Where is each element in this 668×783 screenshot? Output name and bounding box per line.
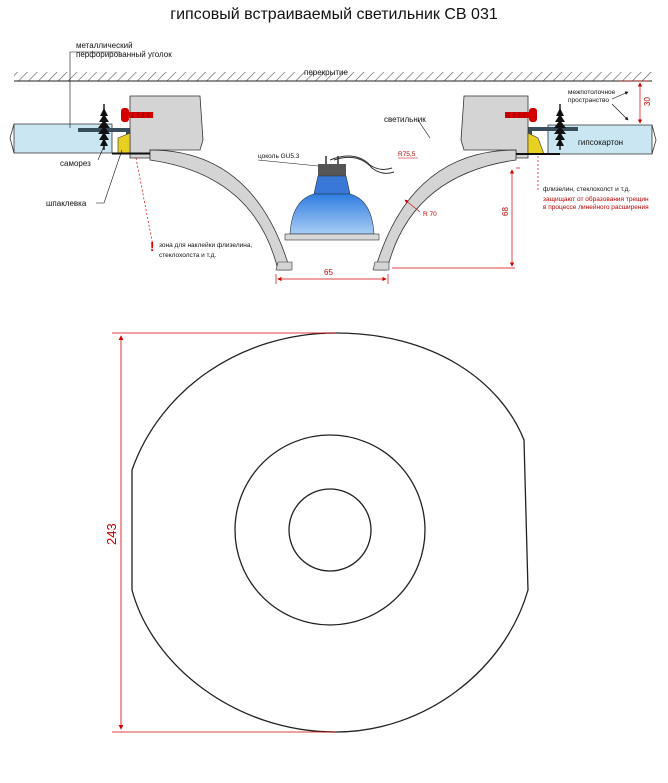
label-fabric-note-2: в процессе линейного расширения — [543, 203, 649, 211]
screw-left-icon — [98, 104, 110, 150]
putty-left — [117, 132, 131, 155]
dimension-243: 243 — [104, 332, 336, 733]
lamp-body-left — [129, 95, 293, 271]
dim-243-label: 243 — [104, 523, 119, 545]
label-metal-corner: металлический — [76, 41, 133, 50]
dim-68-label: 68 — [501, 207, 510, 216]
ceiling-slab — [14, 72, 652, 82]
drywall-right — [547, 124, 657, 155]
dimension-30: 30 — [620, 80, 652, 124]
label-fabric: флизелин, стеклохолст и т.д. — [543, 186, 630, 193]
label-zone: зона для наклейки флизелина, — [159, 241, 252, 249]
bolt-left-icon — [121, 108, 153, 122]
dimension-65: 65 — [275, 268, 389, 284]
dim-r70-label: R 70 — [423, 211, 437, 218]
warning-icon: ! — [150, 239, 154, 254]
dimension-68: 68 — [392, 167, 520, 269]
label-fabric-note: защищают от образования трещин — [543, 195, 649, 203]
label-socket: цоколь GU5.3 — [258, 153, 300, 160]
bolt-right-icon — [505, 108, 537, 122]
putty-right — [527, 132, 545, 155]
halogen-bulb-icon — [284, 155, 395, 241]
dim-r75-label: R75,5 — [398, 151, 416, 158]
label-drywall: гипсокартон — [578, 138, 623, 147]
label-cavity: межпотолочное — [568, 89, 616, 96]
label-screw: саморез — [60, 159, 91, 168]
label-putty: шпаклевка — [46, 199, 87, 208]
lamp-body-right — [372, 95, 529, 271]
dim-65-label: 65 — [324, 268, 333, 277]
label-zone-2: стеклохолста и т.д. — [159, 252, 216, 259]
page-title: гипсовый встраиваемый светильник СВ 031 — [170, 6, 498, 23]
label-lamp: светильник — [384, 115, 426, 124]
screw-right-icon — [554, 104, 566, 150]
plan-view — [131, 332, 529, 733]
label-ceiling: перекрытие — [304, 68, 349, 77]
label-metal-corner-2: перфорированный уголок — [76, 50, 172, 59]
label-cavity-2: пространство — [568, 97, 609, 104]
dim-30-label: 30 — [643, 97, 652, 106]
